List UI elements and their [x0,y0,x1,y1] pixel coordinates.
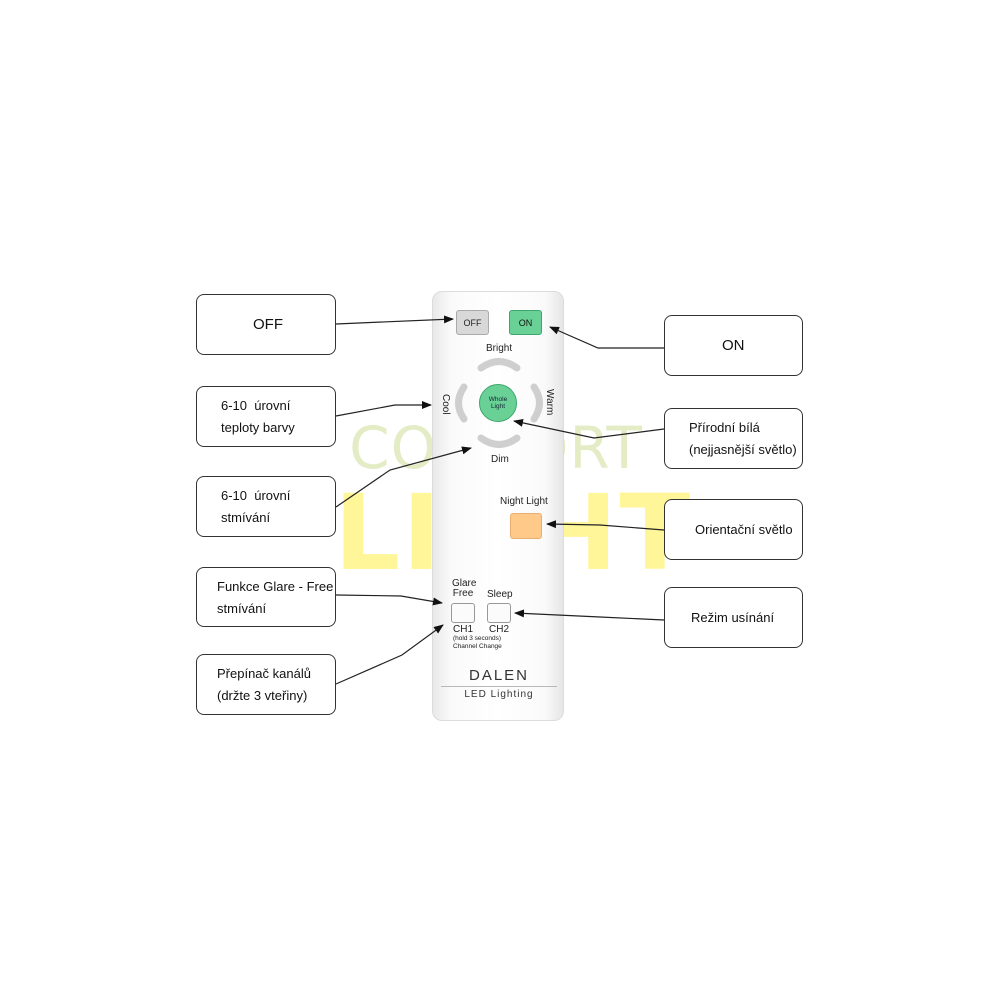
arrow-color-temperature [335,401,432,417]
dim-arc-button [477,434,521,448]
callout-dimming-line2: stmívání [221,510,271,525]
cool-arc-button [455,383,468,423]
ch2-sleep-button[interactable] [487,603,511,623]
arrow-glare-free [335,594,443,606]
callout-channel-line1: Přepínač kanálů [217,666,311,681]
whole-light-line1: Whole [488,396,508,403]
callout-color-temperature: 6-10 úrovní teploty barvy [196,386,336,447]
callout-natural-line2: (nejjasnější světlo) [689,442,797,457]
arrow-sleep-mode [514,609,665,621]
callout-glare-line1: Funkce Glare - Free [217,579,334,594]
callout-orientation-light: Orientační světlo [664,499,803,560]
callout-natural-white: Přírodní bílá (nejjasnější světlo) [664,408,803,469]
ch2-label: CH2 [489,624,510,635]
callout-dimming: 6-10 úrovní stmívání [196,476,336,537]
whole-light-button[interactable]: Whole Light [479,384,517,422]
remote-off-button[interactable]: OFF [456,310,489,335]
warm-arc-button [530,383,543,423]
arrow-off [335,315,454,325]
whole-light-line2: Light [490,403,506,410]
remote-on-button[interactable]: ON [509,310,542,335]
callout-on: ON [664,315,803,376]
bright-label: Bright [486,343,513,354]
channel-change-label: Channel Change [453,643,502,650]
night-light-button[interactable] [510,513,542,539]
arrow-channel-switch [335,624,444,685]
callout-color-temp-line1: 6-10 úrovní [221,398,291,413]
glare-free-line2: Free [452,588,474,599]
remote-control: OFF ON Bright Cool Warm Whole Light Dim … [432,291,564,721]
callout-channel-switch: Přepínač kanálů (držte 3 vteřiny) [196,654,336,715]
callout-glare-line2: stmívání [217,601,267,616]
night-light-label: Night Light [500,496,548,507]
callout-glare-free: Funkce Glare - Free stmívání [196,567,336,627]
sleep-label: Sleep [487,589,513,600]
callout-sleep-mode: Režim usínání [664,587,803,648]
hold-note: (hold 3 seconds) [453,635,502,642]
glare-free-label: Glare Free [452,578,477,599]
warm-label: Warm [544,389,555,415]
callout-sleep-text: Režim usínání [691,609,775,625]
dim-label: Dim [491,454,509,465]
ch1-glare-free-button[interactable] [451,603,475,623]
brand-subtitle: LED Lighting [464,689,534,700]
brand-divider [441,686,557,687]
callout-channel-line2: (držte 3 vteřiny) [217,688,308,703]
callout-color-temp-line2: teploty barvy [221,420,295,435]
arrow-natural-white [513,418,665,439]
callout-dimming-line1: 6-10 úrovní [221,488,291,503]
callout-off-text: OFF [253,315,283,333]
arrow-dimming [335,446,472,508]
arrow-on [549,326,664,349]
callout-on-text: ON [722,336,745,354]
ch1-label: CH1 [453,624,474,635]
callout-natural-line1: Přírodní bílá [689,420,760,435]
glare-free-line1: Glare [452,578,477,589]
arrow-orientation-light [546,520,665,531]
callout-off: OFF [196,294,336,355]
callout-orientation-text: Orientační světlo [695,521,793,537]
cool-label: Cool [440,394,451,415]
brand-name: DALEN [468,667,530,684]
direction-pad: Cool Warm [440,358,555,448]
bright-arc-button [477,358,521,372]
